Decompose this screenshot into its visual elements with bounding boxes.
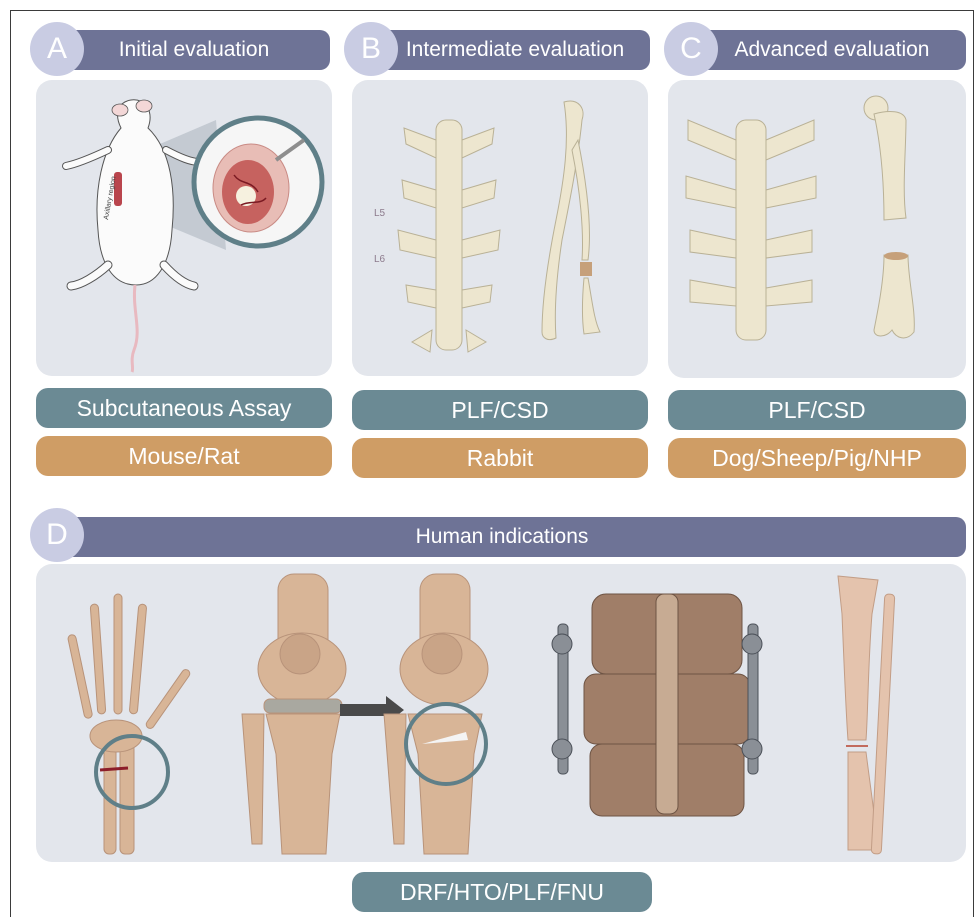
header-human-indications: Human indications bbox=[38, 517, 966, 557]
rat-ear bbox=[112, 104, 128, 116]
large-animal-spine-and-femur bbox=[668, 80, 966, 378]
assay-drf-hto-plf-fnu: DRF/HTO/PLF/FNU bbox=[352, 872, 652, 912]
species-rabbit: Rabbit bbox=[352, 438, 648, 478]
tibia-fibula bbox=[838, 576, 895, 854]
rabbit-spine bbox=[398, 120, 500, 352]
assay-plf-csd-b: PLF/CSD bbox=[352, 390, 648, 430]
large-animal-femur bbox=[864, 96, 914, 338]
bone-defect bbox=[580, 262, 592, 276]
panel-letter-c: C bbox=[664, 22, 718, 76]
panel-letter-a: A bbox=[30, 22, 84, 76]
panel-a-illustration: Axillary region bbox=[36, 80, 332, 376]
human-indications-illustration bbox=[36, 564, 966, 862]
rat-ear bbox=[136, 100, 152, 112]
panel-c-illustration bbox=[668, 80, 966, 378]
panel-letter-d: D bbox=[30, 508, 84, 562]
knee-before bbox=[242, 574, 346, 854]
rat-illustration: Axillary region bbox=[36, 80, 332, 376]
rabbit-radius-ulna bbox=[542, 101, 600, 340]
panel-d-illustration bbox=[36, 564, 966, 862]
header-title: Human indications bbox=[38, 517, 966, 557]
panel-b-illustration: L5 L6 bbox=[352, 80, 648, 376]
species-mouse-rat: Mouse/Rat bbox=[36, 436, 332, 476]
femur-defect bbox=[884, 252, 908, 260]
panel-letter-b: B bbox=[344, 22, 398, 76]
vertebra-label-l5: L5 bbox=[374, 208, 386, 219]
vertebra-label-l6: L6 bbox=[374, 254, 386, 265]
species-dog-sheep-pig-nhp: Dog/Sheep/Pig/NHP bbox=[668, 438, 966, 478]
rabbit-spine-and-radius: L5 L6 bbox=[352, 80, 648, 376]
assay-plf-csd-c: PLF/CSD bbox=[668, 390, 966, 430]
rat-arm bbox=[66, 150, 108, 166]
rat-tail bbox=[132, 285, 137, 372]
spine-fusion bbox=[584, 594, 750, 816]
radius-fracture bbox=[100, 768, 128, 770]
assay-subcutaneous: Subcutaneous Assay bbox=[36, 388, 332, 428]
large-animal-spine bbox=[686, 120, 816, 340]
hand-bones bbox=[67, 594, 191, 854]
